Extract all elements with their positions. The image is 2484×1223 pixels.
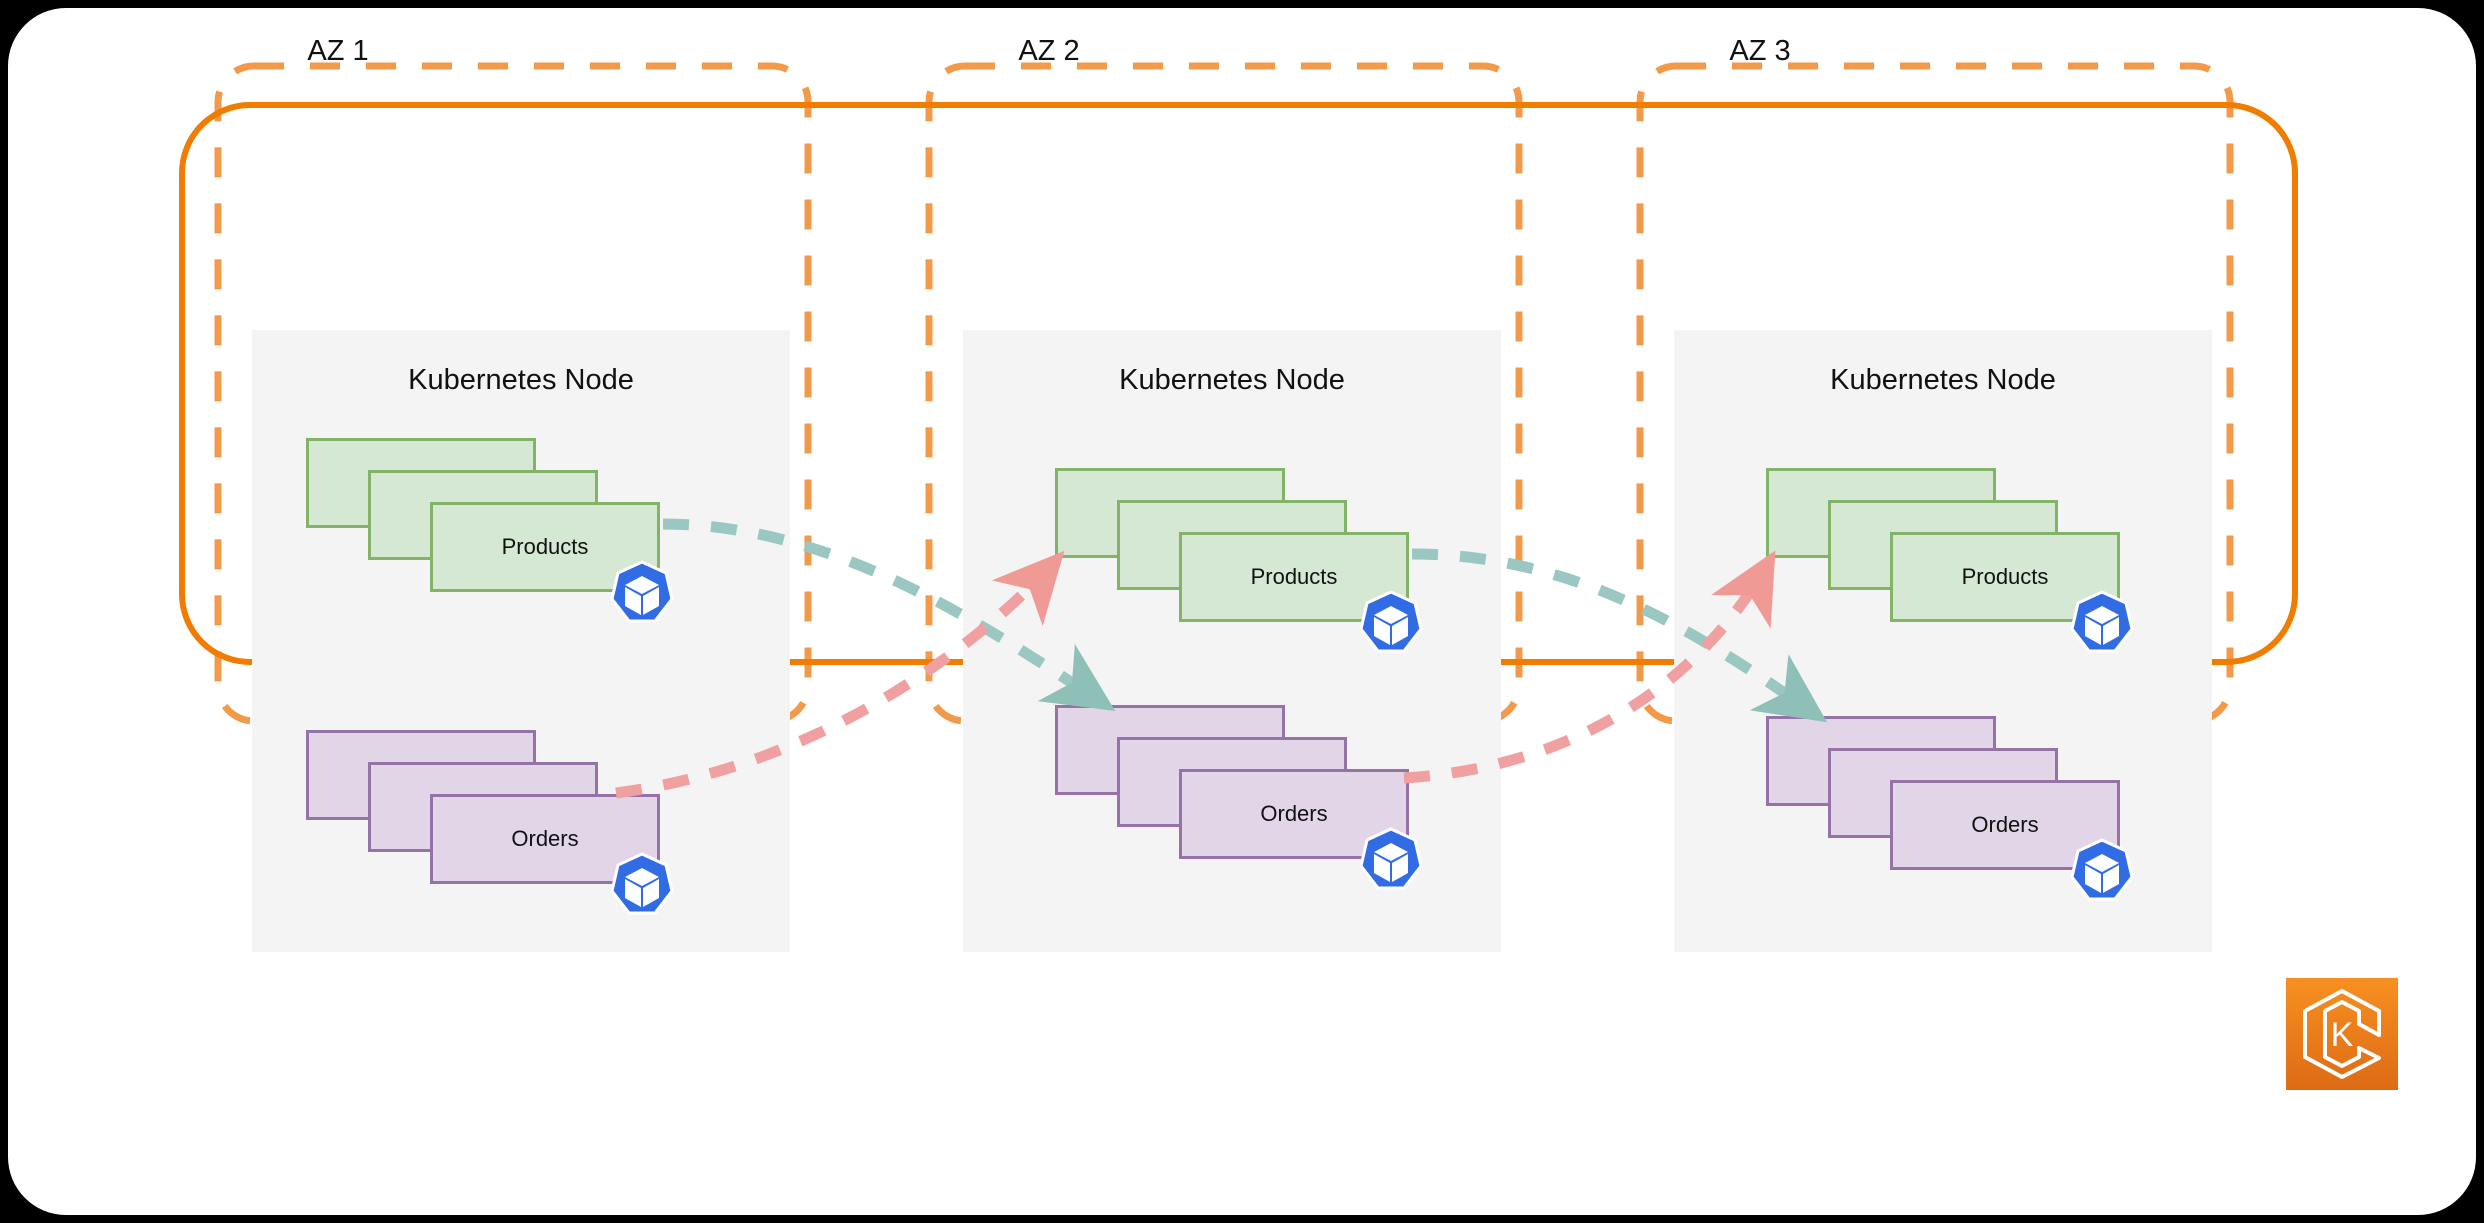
az-label-3: AZ 3 (1729, 35, 1791, 67)
az-label-2: AZ 2 (1018, 35, 1080, 67)
kubernetes-icon-az1-products (610, 560, 674, 623)
node-title-az3: Kubernetes Node (1830, 364, 2056, 396)
pod-label-az1-orders: Orders (511, 826, 579, 851)
diagram-canvas: AZ 1 AZ 2 AZ 3 Kubernetes Node Kubernete… (8, 8, 2476, 1215)
kubernetes-icon-az3-products (2070, 590, 2134, 653)
amazon-eks-logo: K (2286, 978, 2398, 1090)
az-label-1: AZ 1 (307, 35, 369, 67)
pod-label-az2-orders: Orders (1260, 801, 1328, 826)
kubernetes-icon-az2-products (1359, 590, 1423, 653)
pod-label-az3-orders: Orders (1971, 812, 2039, 837)
kubernetes-icon-az1-orders (610, 852, 674, 915)
kubernetes-icon-az2-orders (1359, 827, 1423, 890)
pod-label-az2-products: Products (1250, 564, 1338, 589)
eks-logo-letter: K (2331, 1016, 2354, 1054)
kubernetes-icon-az3-orders (2070, 838, 2134, 901)
node-title-az1: Kubernetes Node (408, 364, 634, 396)
pod-label-az3-products: Products (1961, 564, 2049, 589)
pod-label-az1-products: Products (501, 534, 589, 559)
node-title-az2: Kubernetes Node (1119, 364, 1345, 396)
